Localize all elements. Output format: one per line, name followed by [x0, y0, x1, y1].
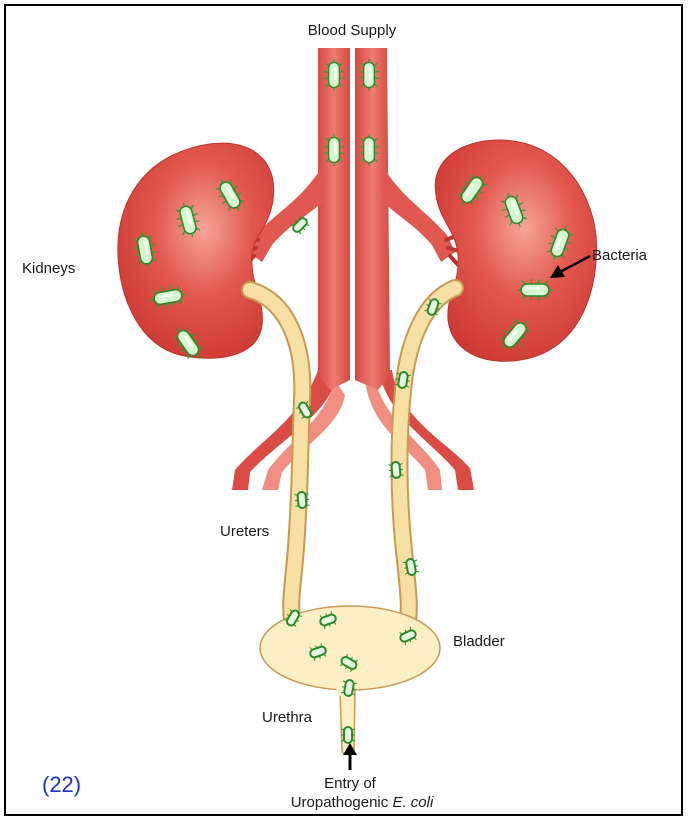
label-entry-prefix: Uropathogenic [291, 794, 393, 811]
urethra [340, 690, 355, 755]
label-entry-line1: Entry of [324, 775, 376, 792]
label-entry-species: E. coli [392, 794, 433, 811]
label-entry-line2: Uropathogenic E. coli [291, 794, 434, 811]
label-urethra: Urethra [262, 709, 312, 726]
bacterium [341, 727, 355, 743]
figure-number: (22) [42, 772, 81, 798]
label-ureters: Ureters [220, 523, 269, 540]
label-blood-supply: Blood Supply [308, 22, 396, 39]
label-kidneys: Kidneys [22, 260, 75, 277]
label-bladder: Bladder [453, 633, 505, 650]
label-bacteria: Bacteria [592, 247, 647, 264]
